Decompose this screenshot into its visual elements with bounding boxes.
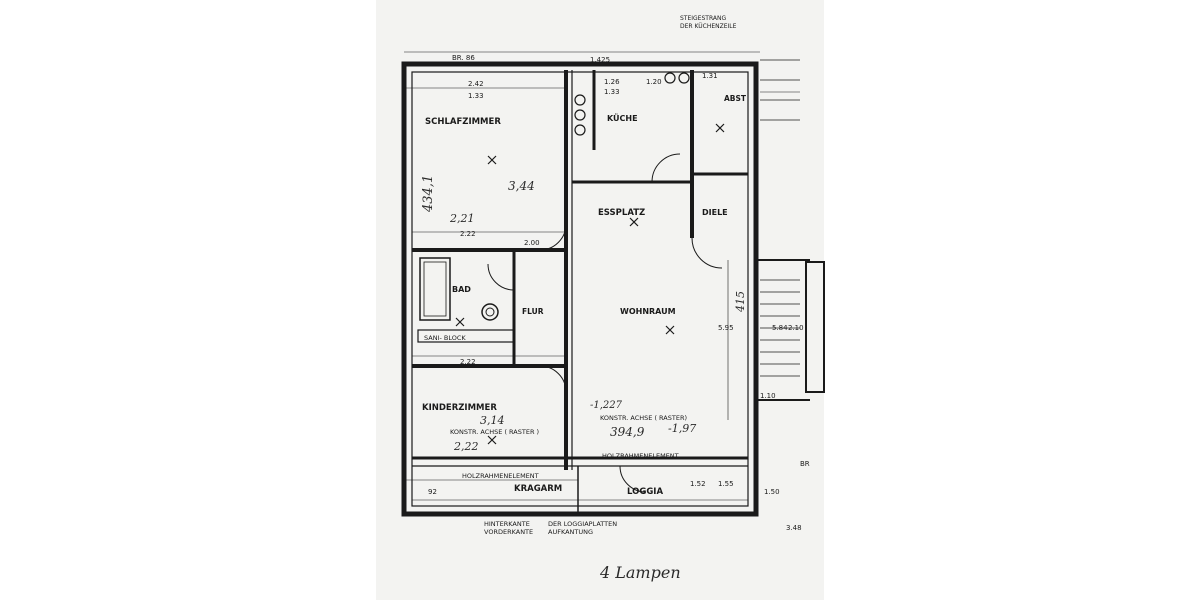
note-1227: -1,227	[590, 400, 623, 411]
note-3949: 394,9	[610, 425, 645, 439]
note-415: 415	[734, 291, 747, 313]
dim-110: 1.10	[760, 392, 776, 400]
kitchen-fixtures	[574, 72, 690, 136]
door-bath	[487, 263, 515, 291]
toilet-inner	[485, 307, 495, 317]
note-344: 3,44	[508, 179, 535, 193]
label-der-loggiaplatten: DER LOGGIAPLATTEN	[548, 520, 617, 528]
dim-155: 1.55	[718, 480, 734, 488]
room-schlafzimmer: SCHLAFZIMMER	[425, 117, 501, 127]
room-kueche: KÜCHE	[607, 113, 638, 123]
label-der-kuechenzeile: DER KÜCHENZEILE	[680, 23, 737, 30]
stove-burner-2	[574, 109, 586, 121]
note-314: 3,14	[480, 414, 505, 427]
doors	[487, 153, 723, 493]
dim-584: 5.84	[772, 324, 788, 332]
dim-242: 2.42	[468, 80, 484, 88]
bathtub	[419, 257, 451, 321]
label-konstr-achse-right: KONSTR. ACHSE ( RASTER)	[600, 414, 687, 422]
dim-210: 2.10	[788, 324, 804, 332]
door-diele	[691, 237, 723, 269]
room-diele: DIELE	[702, 208, 728, 217]
label-holzrahmen-left: HOLZRAHMENELEMENT	[462, 472, 539, 480]
interior-walls	[412, 70, 748, 514]
sink-1	[664, 72, 676, 84]
dim-150: 1.50	[764, 488, 780, 496]
sink-2	[678, 72, 690, 84]
label-aufkantung: AUFKANTUNG	[548, 528, 593, 536]
label-konstr-achse-left: KONSTR. ACHSE ( RASTER )	[450, 428, 539, 436]
label-hinterkante: HINTERKANTE	[484, 520, 530, 528]
room-loggia: LOGGIA	[627, 487, 663, 497]
note-197: -1,97	[668, 422, 696, 435]
note-434: 434,1	[421, 175, 436, 213]
door-loggia	[619, 465, 647, 493]
note-lampen: 4 Lampen	[599, 563, 681, 582]
dim-222b: 2.22	[460, 358, 476, 366]
label-br-right: BR	[800, 460, 810, 468]
dim-126: 1.26	[604, 78, 620, 86]
toilet	[481, 303, 499, 321]
room-essplatz: ESSPLATZ	[598, 208, 645, 218]
dim-133: 1.33	[468, 92, 484, 100]
room-abst: ABST	[724, 94, 747, 103]
dimension-lines	[404, 51, 800, 501]
bathtub-inner	[423, 261, 447, 317]
room-bad: BAD	[452, 285, 471, 294]
sani-block-box	[417, 329, 515, 343]
label-sani-block: SANI- BLOCK	[424, 334, 466, 342]
dim-222a: 2.22	[460, 230, 476, 238]
stairwell	[756, 59, 825, 401]
dim-205: 2.00	[524, 239, 540, 247]
label-holzrahmen-right: HOLZRAHMENELEMENT	[602, 452, 679, 460]
door-kids	[539, 365, 567, 393]
dim-133b: 1.33	[604, 88, 620, 96]
label-vorderkante: VORDERKANTE	[484, 528, 533, 536]
dim-120: 1.20	[646, 78, 662, 86]
room-wohnraum: WOHNRAUM	[620, 307, 676, 316]
note-222: 2,22	[453, 440, 479, 453]
dim-1425: 1.425	[590, 56, 610, 64]
room-flur: FLUR	[522, 307, 544, 316]
dim-131: 1.31	[702, 72, 718, 80]
outer-walls	[401, 61, 759, 517]
room-markers	[455, 123, 725, 445]
room-kragarm: KRAGARM	[514, 484, 562, 494]
stove-burner-3	[574, 124, 586, 136]
door-kitchen	[651, 153, 681, 183]
room-kinderzimmer: KINDERZIMMER	[422, 403, 497, 413]
outer-wall	[401, 61, 759, 517]
bath-fixtures	[417, 257, 515, 343]
stove-burner-1	[574, 94, 586, 106]
inner-wall-line	[411, 71, 749, 507]
dim-92: 92	[428, 488, 437, 496]
note-221: 2,21	[449, 212, 475, 225]
dim-348: 3.48	[786, 524, 802, 532]
dim-152: 1.52	[690, 480, 706, 488]
door-bedroom	[539, 223, 567, 251]
label-steigestrang: STEIGESTRANG	[680, 15, 726, 22]
dim-595: 5.95	[718, 324, 734, 332]
label-br-top: BR. 86	[452, 54, 475, 62]
